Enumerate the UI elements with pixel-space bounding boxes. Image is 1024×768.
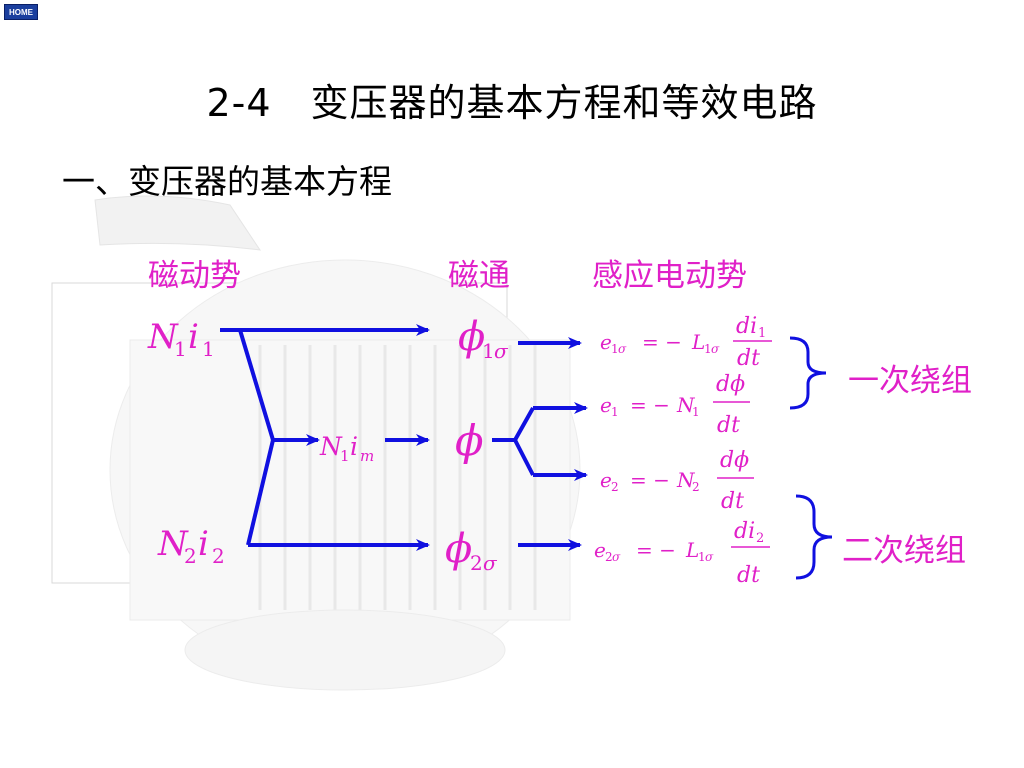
formula-e2: e 2 = − N 2 dϕ dt bbox=[600, 448, 754, 514]
svg-text:dt: dt bbox=[717, 413, 740, 438]
svg-text:1: 1 bbox=[758, 326, 766, 341]
svg-text:2: 2 bbox=[212, 544, 225, 568]
svg-text:1: 1 bbox=[611, 405, 619, 419]
mmf-n1i1: N 1 i 1 bbox=[147, 317, 215, 361]
svg-text:2: 2 bbox=[470, 551, 483, 575]
svg-text:m: m bbox=[360, 447, 374, 465]
svg-text:N: N bbox=[676, 393, 696, 417]
section-heading: 一、变压器的基本方程 bbox=[62, 162, 392, 201]
svg-text:N: N bbox=[319, 432, 343, 461]
svg-text:2: 2 bbox=[605, 550, 613, 564]
svg-text:1: 1 bbox=[704, 342, 712, 356]
mmf-n1im: N 1 i m bbox=[319, 432, 374, 465]
svg-text:σ: σ bbox=[483, 551, 498, 575]
svg-text:L: L bbox=[691, 330, 705, 354]
home-button[interactable]: HOME bbox=[4, 4, 38, 20]
formula-e1: e 1 = − N 1 dϕ dt bbox=[600, 372, 750, 438]
header-mmf: 磁动势 bbox=[148, 258, 241, 294]
svg-text:ϕ: ϕ bbox=[458, 314, 485, 360]
svg-text:N: N bbox=[676, 468, 696, 492]
svg-text:e: e bbox=[594, 538, 606, 562]
svg-text:= −: = − bbox=[636, 538, 676, 562]
svg-text:σ: σ bbox=[705, 550, 714, 564]
header-flux: 磁通 bbox=[448, 258, 510, 294]
formula-e2sigma: e 2 σ = − L 1 σ di 2 dt bbox=[594, 519, 770, 588]
svg-text:dt: dt bbox=[721, 489, 744, 514]
svg-text:2: 2 bbox=[756, 531, 764, 546]
svg-text:1: 1 bbox=[340, 447, 350, 465]
svg-text:dϕ: dϕ bbox=[720, 448, 749, 473]
svg-text:i: i bbox=[198, 524, 209, 564]
svg-text:2: 2 bbox=[692, 480, 700, 494]
label-secondary-winding: 二次绕组 bbox=[842, 533, 966, 569]
svg-text:1: 1 bbox=[692, 405, 700, 419]
flux-phi2sigma: ϕ 2 σ bbox=[445, 526, 498, 575]
mmf-n2i2: N 2 i 2 bbox=[157, 524, 225, 568]
flux-phi1sigma: ϕ 1 σ bbox=[458, 314, 509, 363]
header-emf: 感应电动势 bbox=[592, 258, 747, 294]
svg-text:σ: σ bbox=[711, 342, 720, 356]
svg-text:1: 1 bbox=[202, 337, 215, 361]
svg-text:1: 1 bbox=[174, 337, 187, 361]
svg-text:ϕ: ϕ bbox=[445, 526, 472, 572]
svg-text:e: e bbox=[600, 393, 612, 417]
svg-text:dt: dt bbox=[737, 563, 760, 588]
svg-text:di: di bbox=[734, 519, 755, 544]
svg-text:2: 2 bbox=[184, 544, 197, 568]
svg-text:σ: σ bbox=[494, 339, 509, 363]
svg-text:L: L bbox=[685, 538, 699, 562]
svg-text:N: N bbox=[157, 524, 189, 564]
svg-text:dt: dt bbox=[737, 346, 760, 371]
svg-text:dϕ: dϕ bbox=[716, 372, 745, 397]
label-primary-winding: 一次绕组 bbox=[848, 363, 972, 399]
svg-text:= −: = − bbox=[630, 393, 670, 417]
svg-text:1: 1 bbox=[611, 342, 619, 356]
svg-text:2: 2 bbox=[611, 480, 619, 494]
svg-text:di: di bbox=[736, 314, 757, 339]
svg-text:ϕ: ϕ bbox=[455, 416, 484, 465]
svg-text:= −: = − bbox=[630, 468, 670, 492]
svg-text:1: 1 bbox=[482, 339, 495, 363]
svg-text:i: i bbox=[188, 317, 199, 357]
formula-e1sigma: e 1 σ = − L 1 σ di 1 dt bbox=[600, 314, 772, 371]
flow-arrows bbox=[220, 324, 588, 551]
svg-text:= −: = − bbox=[642, 330, 682, 354]
svg-text:i: i bbox=[350, 432, 358, 461]
svg-text:e: e bbox=[600, 330, 612, 354]
svg-text:σ: σ bbox=[618, 342, 627, 356]
svg-text:N: N bbox=[147, 317, 179, 357]
brace-secondary bbox=[795, 494, 833, 580]
flux-phi: ϕ bbox=[455, 416, 484, 465]
svg-text:e: e bbox=[600, 468, 612, 492]
svg-text:σ: σ bbox=[612, 550, 621, 564]
brace-primary bbox=[789, 336, 827, 410]
page-title: 2-4 变压器的基本方程和等效电路 bbox=[206, 81, 818, 125]
svg-text:1: 1 bbox=[698, 550, 706, 564]
